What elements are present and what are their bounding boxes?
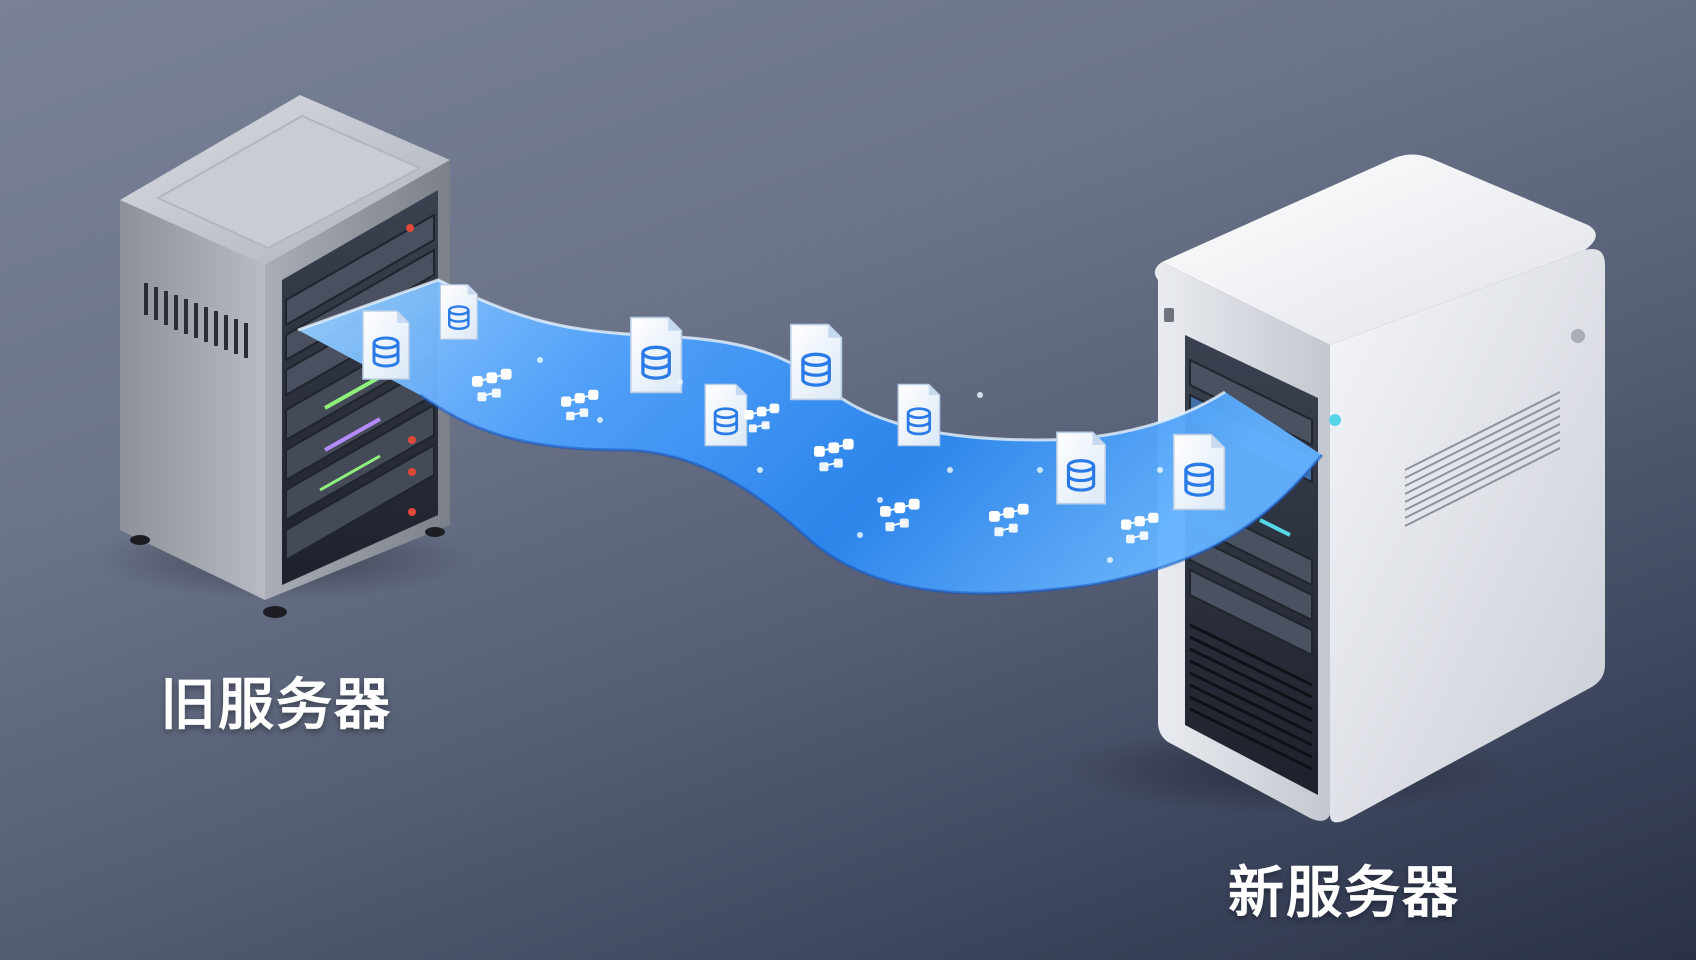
new-server-label: 新服务器 bbox=[1228, 861, 1460, 926]
database-file-icon bbox=[897, 383, 941, 447]
database-file-icon bbox=[629, 316, 683, 394]
status-led bbox=[408, 468, 416, 476]
database-file-icon bbox=[1172, 433, 1226, 511]
network-nodes-icon bbox=[989, 503, 1029, 537]
network-nodes-icon bbox=[814, 438, 854, 472]
status-led bbox=[408, 508, 416, 516]
side-vent-grid bbox=[1404, 391, 1561, 527]
network-nodes-icon bbox=[744, 403, 780, 433]
sparkle bbox=[597, 417, 603, 423]
side-vent bbox=[144, 283, 248, 358]
network-nodes-icon bbox=[472, 368, 512, 402]
database-file-icon bbox=[704, 383, 748, 447]
sparkle bbox=[1037, 467, 1043, 473]
network-nodes-icon bbox=[561, 389, 599, 421]
status-led bbox=[406, 224, 414, 232]
sparkle bbox=[977, 392, 983, 398]
sparkle bbox=[947, 467, 953, 473]
sparkle bbox=[1107, 557, 1113, 563]
transfer-icons bbox=[362, 284, 1226, 563]
sparkle bbox=[877, 497, 883, 503]
sparkle bbox=[757, 467, 763, 473]
front-grille bbox=[1189, 623, 1313, 771]
network-nodes-icon bbox=[1121, 512, 1159, 544]
old-server-rack bbox=[95, 95, 475, 618]
sparkle bbox=[857, 532, 863, 538]
sparkle bbox=[1157, 467, 1163, 473]
status-led bbox=[408, 436, 416, 444]
sparkle bbox=[537, 357, 543, 363]
database-file-icon bbox=[1056, 431, 1106, 505]
database-file-icon bbox=[439, 284, 478, 340]
database-file-icon bbox=[789, 323, 843, 401]
power-led bbox=[1329, 414, 1341, 426]
network-nodes-icon bbox=[880, 498, 920, 532]
database-file-icon bbox=[362, 310, 410, 380]
sparkle bbox=[677, 379, 683, 385]
old-server-label: 旧服务器 bbox=[160, 673, 392, 738]
